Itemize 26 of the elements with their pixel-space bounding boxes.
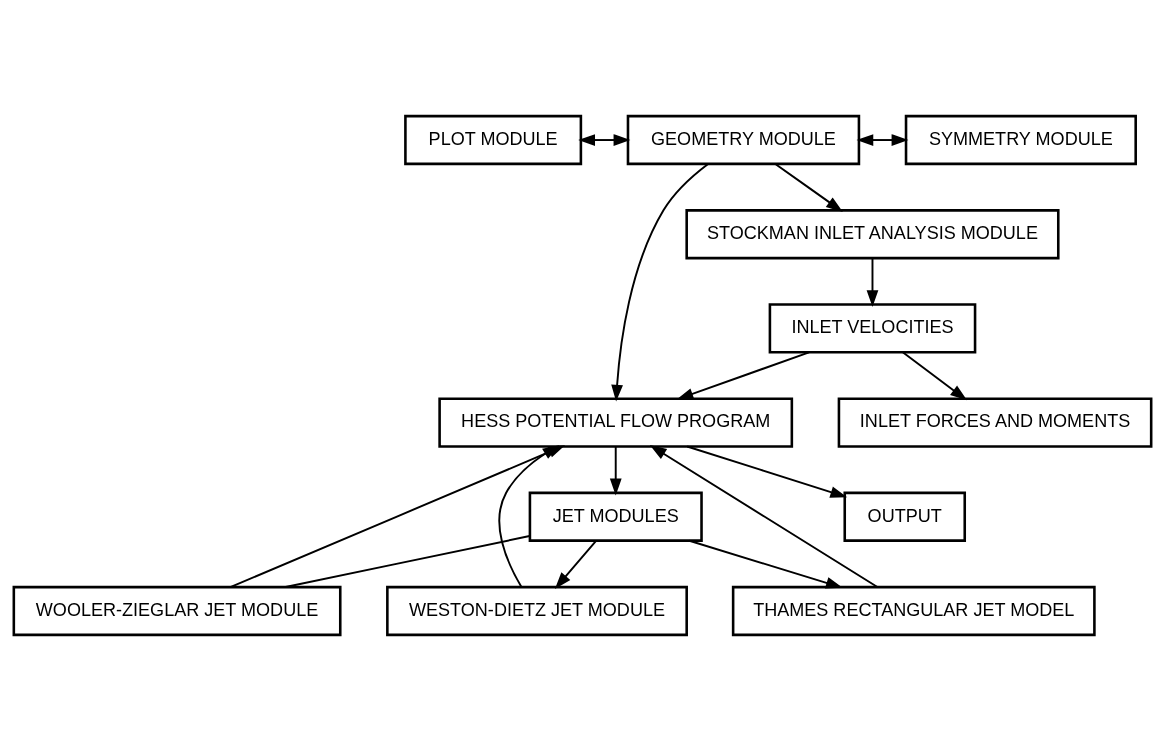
node-box: WESTON-DIETZ JET MODULE [386, 585, 688, 637]
node-box: OUTPUT [843, 491, 966, 542]
arrow [609, 445, 622, 496]
arrow [688, 539, 843, 589]
node-box: GEOMETRY MODULE [626, 114, 861, 166]
arrow [554, 539, 598, 589]
arrow [498, 445, 560, 588]
node-box: SYMMETRY MODULE [904, 114, 1137, 166]
arrow [866, 257, 879, 308]
node-box: INLET VELOCITIES [768, 303, 977, 354]
connector [284, 535, 531, 588]
node-box: WOOLER-ZIEGLAR JET MODULE [12, 585, 342, 637]
arrow [856, 134, 909, 146]
node-box: STOCKMAN INLET ANALYSIS MODULE [685, 209, 1060, 260]
node-box: THAMES RECTANGULAR JET MODEL [731, 585, 1096, 637]
node-box: HESS POTENTIAL FLOW PROGRAM [438, 397, 794, 448]
arrow [649, 445, 879, 588]
arrow [611, 163, 710, 402]
node-box: PLOT MODULE [404, 114, 583, 166]
arrow [686, 445, 848, 498]
node-box: JET MODULES [528, 491, 703, 542]
arrow [578, 134, 631, 146]
arrow [774, 163, 843, 212]
node-box: INLET FORCES AND MOMENTS [837, 397, 1153, 448]
arrow [676, 351, 810, 400]
arrow [901, 351, 968, 401]
